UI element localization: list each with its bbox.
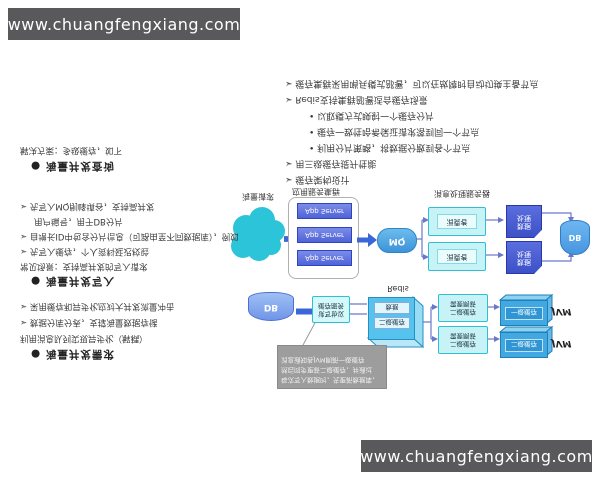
processor-shape: 数据 处理 (506, 205, 542, 238)
list-item: ➢ 采用缓存和异步化应对大并发流量冲击 (20, 301, 175, 311)
app-cluster-label: 应用服务集群 (292, 187, 340, 196)
cache-sync-box: 读写协议 缓存服务 (312, 296, 350, 323)
list-item: ➢ 缓存集群采用哨兵模式部署，可以在故障时自动切换主备节点 (285, 78, 539, 88)
list-item-continuation: 用户编号，用于DB分片 (34, 216, 123, 226)
app-server-label: App Server (305, 231, 344, 239)
callout-line: 消息通知各JVM刷新一级缓存 (281, 356, 365, 364)
sync-box-line: 缓存服务 (318, 301, 344, 310)
list-item: ➢ 先写入MQ削峰填谷，支持高并发 (20, 201, 155, 211)
consumer-box: 消费者 (428, 207, 486, 236)
section-heading: ● 海量并发查询 (31, 160, 115, 172)
consumer-label: 消费者 (446, 217, 468, 226)
list-item: ➢ 先写入缓存，个人资料延迟校验 (20, 246, 149, 256)
processor-line: 数据 (517, 257, 531, 266)
watermark-bottom: www.chuangfengxiang.com (360, 440, 593, 472)
app-server-label: App Server (305, 254, 344, 262)
list-subitem: • 以取模方式映射一个缓存分片 (309, 110, 435, 120)
section-write: ● 海量并发写入 常见场景：支持高并发的写入请求 ➢ 先写入缓存，个人资料延迟校… (18, 196, 248, 288)
list-item: ➢ 数据分库分表，支撑海量数据存储 (20, 317, 158, 327)
consumer-cluster-label: 消息处理服务器 (434, 189, 490, 198)
sync-box-line: 读写协议 (318, 309, 344, 318)
section-query: ● 海量并发查询 解决方案：多级缓存，如下 (18, 142, 238, 174)
app-server-label: App Server (305, 207, 344, 215)
processor-line: 处理 (517, 213, 531, 222)
processor-shape: 数据 处理 (506, 241, 542, 274)
section-intro: 利用消息队列实现异步化（解耦） (20, 333, 148, 343)
app-server-box: App Server (297, 227, 352, 243)
watermark-top: www.chuangfengxiang.com (8, 8, 240, 40)
notify-line: 需要刷新 (450, 332, 476, 340)
db-cylinder: DB (560, 220, 590, 255)
list-item: ➢ 缓存架构设计 (285, 174, 350, 184)
db-label: DB (263, 301, 279, 312)
consumer-inner-box: 消费者 (437, 249, 477, 264)
redis-label: Redis (387, 284, 409, 293)
cache-notify-box: 二级缓存 需要刷新 (438, 294, 488, 322)
consumer-label: 消费者 (446, 252, 468, 261)
section-heading: ● 海量并发写入 (31, 275, 115, 287)
mq-node: MQ (377, 228, 417, 253)
processor-line: 处理 (517, 249, 531, 258)
jvm-cache-inner: 二级缓存 (505, 338, 543, 352)
cloud-icon (231, 207, 285, 261)
jvm-cache-inner: 一级缓存 (505, 306, 543, 320)
watermark-text: www.chuangfengxiang.com (360, 446, 593, 466)
cache-notify-box: 二级缓存 需要刷新 (438, 326, 488, 354)
cache-design-bullet-list: ➢ 缓存架构设计 ➢ 用三级缓存提升性能 • 利用分片策略，将数据分散到各个节点… (283, 74, 585, 187)
app-server-box: App Server (297, 203, 352, 219)
redis-cube-row: 二级缓存 (374, 317, 410, 329)
jvm-cache-box: 二级缓存 (500, 332, 548, 358)
db-label: DB (568, 233, 582, 242)
db-cylinder: DB (248, 292, 294, 321)
redis-cube-row: 数据 (374, 302, 410, 314)
list-item: ➢ 自增长ID中包含分片信息（可路由至不同数据库），例如 (20, 231, 239, 241)
jvm-label: JVM (552, 306, 572, 316)
processor-line: 数据 (517, 221, 531, 230)
mq-label: MQ (388, 235, 406, 246)
list-item: ➢ Redis支持集群部署适合缓存场景 (285, 94, 428, 104)
section-intro: 解决方案：多级缓存，如下 (20, 145, 123, 155)
section-intro: 常见场景：支持高并发的写入请求 (20, 261, 148, 271)
jvm-cache-box: 一级缓存 (500, 300, 548, 326)
consumer-inner-box: 消费者 (437, 214, 477, 229)
notify-line: 需要刷新 (450, 300, 476, 308)
app-server-box: App Server (297, 250, 352, 266)
callout-line: 每次写入数据时，先更新数据库， (281, 376, 379, 384)
list-subitem: • 利用分片策略，将数据分散到各个节点 (309, 142, 471, 152)
cloud-label: 海量请求 (242, 192, 274, 201)
jvm-label: JVM (552, 338, 572, 348)
watermark-text: www.chuangfengxiang.com (7, 14, 241, 34)
list-subitem: • 缓存一致性哈希保证请求落到同一个节点 (309, 126, 480, 136)
section-heading: ● 海量并发需求 (31, 348, 115, 360)
consumer-box: 消费者 (428, 242, 486, 271)
list-item: ➢ 用三级缓存提升性能 (285, 158, 377, 168)
notify-line: 二级缓存 (450, 308, 476, 316)
notify-line: 二级缓存 (450, 340, 476, 348)
section-requirements: ● 海量并发需求 利用消息队列实现异步化（解耦） ➢ 数据分库分表，支撑海量数据… (18, 298, 248, 362)
cache-strategy-callout: 每次写入数据时，先更新数据库， 然后同步更新二级缓存，并通过 消息通知各JVM刷… (277, 345, 387, 389)
callout-line: 然后同步更新二级缓存，并通过 (281, 366, 372, 374)
